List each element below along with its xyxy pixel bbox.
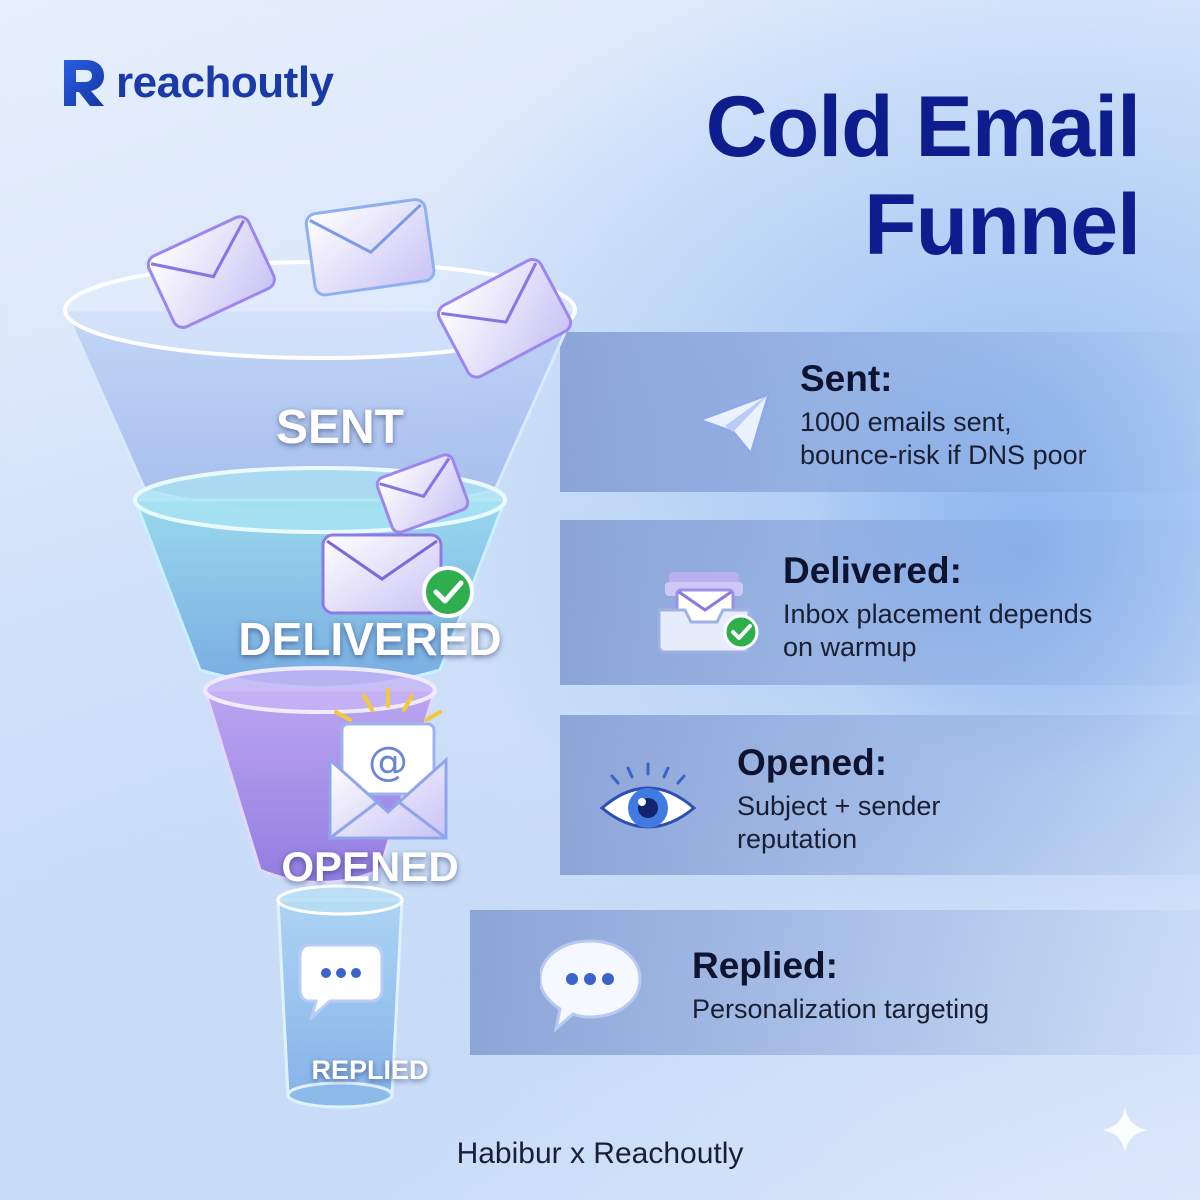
reachoutly-logo-icon [64, 60, 104, 106]
step-desc-line: on warmup [783, 632, 917, 662]
step-sent: Sent: 1000 emails sent, bounce-risk if D… [800, 358, 1087, 472]
stage-label-sent: SENT [275, 401, 404, 454]
envelope-icon [375, 453, 470, 534]
step-title: Delivered: [783, 550, 962, 591]
step-desc-line: 1000 emails sent, [800, 407, 1012, 437]
envelope-icon [437, 258, 573, 379]
title-line-1: Cold Email [705, 79, 1141, 175]
envelope-icon [146, 215, 276, 329]
step-desc-line: reputation [737, 824, 858, 854]
step-delivered: Delivered: Inbox placement depends on wa… [783, 550, 1092, 664]
title-line-2: Funnel [864, 177, 1141, 273]
step-desc-line: bounce-risk if DNS poor [800, 440, 1087, 470]
step-desc-line: Inbox placement depends [783, 599, 1093, 629]
step-title: Opened: [737, 742, 888, 783]
brand-logo: reachoutly [60, 58, 334, 108]
chat-bubble-icon [540, 939, 642, 1034]
footer-credit: Habibur x Reachoutly [456, 1137, 744, 1170]
step-desc: Subject + sender reputation [737, 790, 940, 856]
chat-bubble-icon [298, 943, 384, 1022]
inbox-check-icon [657, 572, 759, 654]
stage-label-opened: OPENED [281, 843, 459, 890]
envelope-icon [304, 198, 436, 297]
step-desc: 1000 emails sent, bounce-risk if DNS poo… [800, 406, 1087, 472]
check-icon [422, 566, 474, 618]
band-delivered [560, 520, 1200, 685]
eye-icon [599, 762, 697, 829]
open-envelope-icon: @ [328, 688, 448, 840]
band-sent [560, 332, 1200, 492]
sparkle-icon [1102, 1107, 1148, 1153]
step-desc-line: Subject + sender [737, 791, 941, 821]
funnel-graphic: @ [62, 198, 578, 1109]
step-desc: Personalization targeting [692, 993, 989, 1026]
step-desc: Inbox placement depends on warmup [783, 598, 1092, 664]
paper-plane-icon [697, 392, 771, 456]
svg-text:@: @ [368, 739, 408, 785]
step-desc-line: Personalization targeting [692, 994, 990, 1024]
step-replied: Replied: Personalization targeting [692, 945, 989, 1026]
page-title: Cold Email Funnel [705, 78, 1141, 274]
step-title: Sent: [800, 358, 893, 399]
stage-label-delivered: DELIVERED [238, 613, 502, 665]
stage-label-replied: REPLIED [311, 1055, 429, 1085]
envelope-icon [321, 533, 443, 615]
brand-name: reachoutly [116, 58, 334, 107]
step-opened: Opened: Subject + sender reputation [737, 742, 940, 856]
step-title: Replied: [692, 945, 838, 986]
